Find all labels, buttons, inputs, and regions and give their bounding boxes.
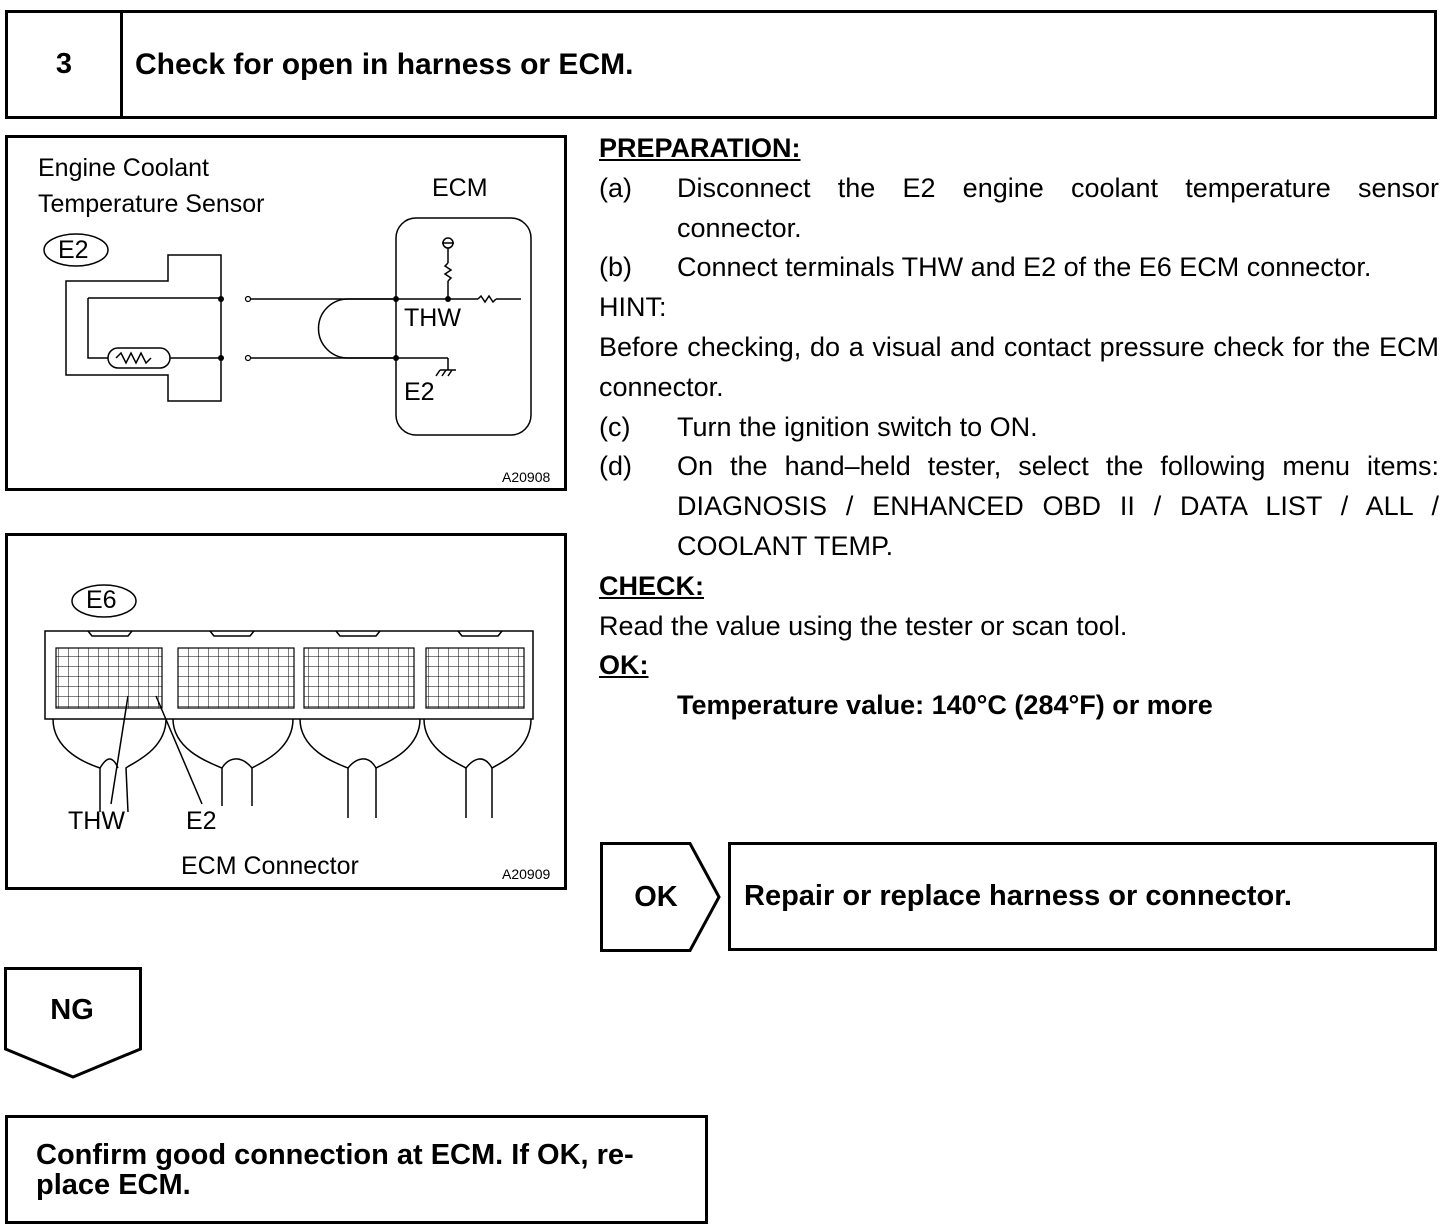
e2-terminal-label: E2: [404, 378, 435, 406]
step-d-text: On the hand–held tester, select the foll…: [677, 451, 1439, 561]
ok-arrow-shape: [600, 842, 721, 952]
sensor-label-line1: Engine Coolant: [38, 154, 209, 182]
connector-badge-e6: E6: [86, 586, 117, 614]
ok-action-box: Repair or replace harness or connector.: [728, 842, 1437, 951]
step-number: 3: [8, 13, 123, 116]
procedure-text: PREPARATION: (a) Disconnect the E2 engin…: [599, 129, 1439, 726]
wiring-diagram-figure: Engine Coolant Temperature Sensor ECM E2…: [5, 135, 567, 491]
preparation-heading: PREPARATION:: [599, 133, 801, 163]
step-header: 3 Check for open in harness or ECM.: [5, 10, 1437, 119]
check-text: Read the value using the tester or scan …: [599, 610, 1128, 641]
ng-action-box: Confirm good connection at ECM. If OK, r…: [5, 1115, 708, 1224]
thw-terminal-label: THW: [68, 807, 125, 835]
ok-specification: Temperature value: 140°C (284°F) or more: [677, 690, 1213, 721]
ecm-connector-figure: E6 THW E2 ECM Connector A20909: [5, 533, 567, 890]
step-a-label: (a): [599, 172, 632, 203]
step-d-label: (d): [599, 451, 632, 482]
step-b-text: Connect terminals THW and E2 of the E6 E…: [677, 252, 1372, 283]
ecm-connector-graphic: [44, 584, 534, 818]
step-a-text: Disconnect the E2 engine coolant tempera…: [677, 172, 1439, 243]
wiring-diagram-graphic: [43, 217, 532, 436]
ng-result-label: NG: [50, 993, 94, 1026]
ng-arrow-shape: [4, 967, 142, 1079]
ecm-label: ECM: [432, 174, 488, 202]
ok-result-label: OK: [634, 880, 678, 913]
figure-id: A20909: [502, 866, 551, 882]
figure-id: A20908: [502, 469, 551, 485]
step-a: (a) Disconnect the E2 engine coolant tem…: [599, 169, 1439, 249]
sensor-label-line2: Temperature Sensor: [38, 190, 265, 218]
step-b: (b) Connect terminals THW and E2 of the …: [599, 248, 1439, 288]
ok-heading: OK:: [599, 650, 649, 681]
thw-terminal-label: THW: [404, 304, 461, 332]
step-c-text: Turn the ignition switch to ON.: [677, 411, 1038, 442]
ecm-connector-caption: ECM Connector: [181, 852, 359, 880]
e2-terminal-label: E2: [186, 807, 217, 835]
hint-heading: HINT:: [599, 292, 667, 323]
step-c: (c) Turn the ignition switch to ON.: [599, 408, 1439, 448]
connector-badge-e2: E2: [58, 236, 89, 264]
step-d: (d) On the hand–held tester, select the …: [599, 447, 1439, 566]
step-title: Check for open in harness or ECM.: [135, 47, 634, 81]
check-heading: CHECK:: [599, 570, 704, 601]
step-b-label: (b): [599, 252, 632, 283]
step-c-label: (c): [599, 411, 631, 442]
hint-text: Before checking, do a visual and contact…: [599, 331, 1439, 402]
